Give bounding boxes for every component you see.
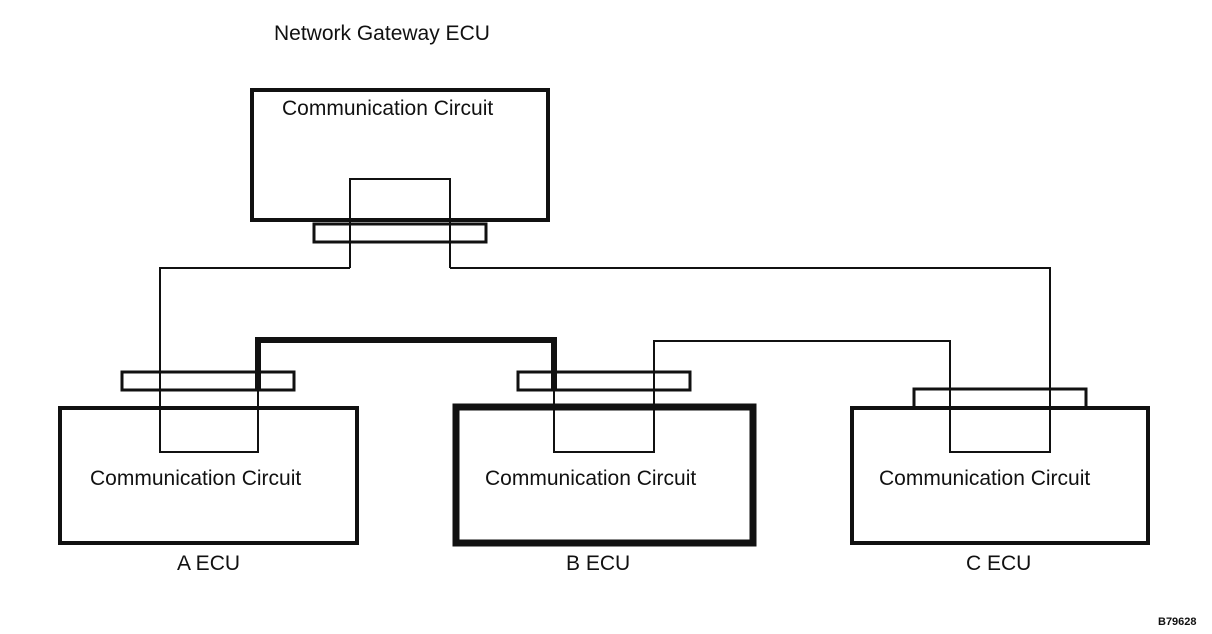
- c-ecu-circuit-label: Communication Circuit: [879, 467, 1091, 490]
- figure-code: B79628: [1158, 616, 1197, 628]
- b-ecu-label: B ECU: [566, 552, 631, 575]
- b-ecu-circuit-label: Communication Circuit: [485, 467, 697, 490]
- c-ecu-box: [850, 406, 1150, 545]
- a-ecu-label: A ECU: [177, 552, 241, 575]
- bus-line-gateway-to-c: [450, 267, 1051, 452]
- bus-line-b-to-c: [653, 340, 951, 452]
- bus-line-a-to-b-highlighted: [255, 337, 557, 390]
- c-ecu-connector: [912, 387, 1088, 410]
- c-ecu-label: C ECU: [966, 552, 1032, 575]
- b-ecu-circuit-bracket: [553, 390, 655, 453]
- c-ecu-circuit-bracket: [949, 408, 1051, 453]
- gateway-ecu-title: Network Gateway ECU: [274, 22, 490, 45]
- gateway-connector: [312, 222, 488, 244]
- a-ecu-connector: [120, 370, 296, 392]
- a-ecu-circuit-bracket: [159, 390, 259, 453]
- a-ecu-box: [58, 406, 359, 545]
- b-ecu-connector: [516, 370, 692, 392]
- a-ecu-circuit-label: Communication Circuit: [90, 467, 302, 490]
- gateway-ecu-box: [250, 88, 550, 222]
- bus-line-gateway-to-a: [159, 267, 350, 408]
- gateway-circuit-label: Communication Circuit: [282, 97, 494, 120]
- b-ecu-box: [452, 403, 757, 547]
